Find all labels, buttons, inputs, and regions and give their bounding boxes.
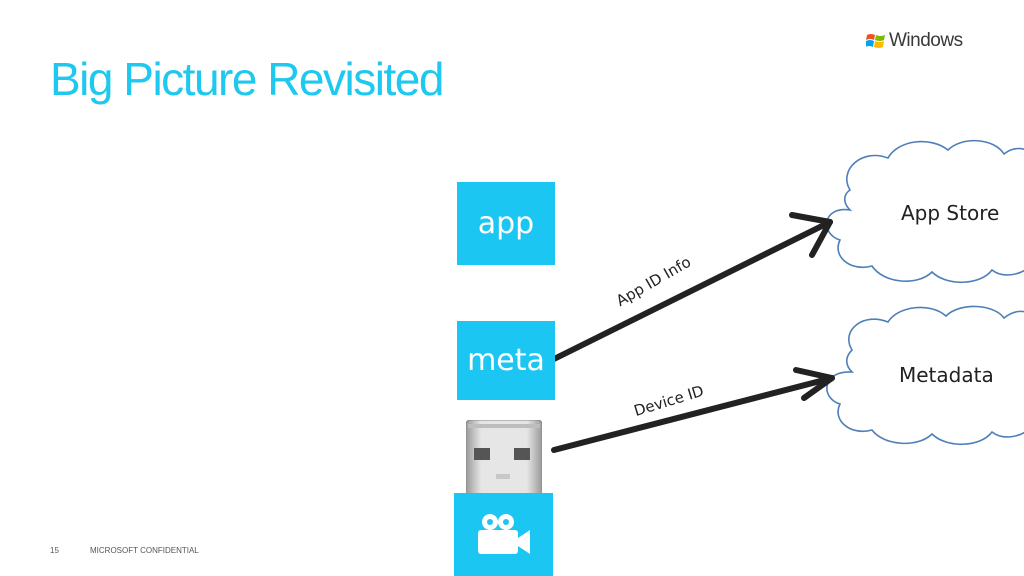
confidential-notice: MICROSOFT CONFIDENTIAL <box>90 546 199 555</box>
app-tile: app <box>457 182 555 265</box>
slide-number: 15 <box>50 546 59 555</box>
video-camera-icon <box>477 513 530 554</box>
arrow-device-id <box>551 375 835 453</box>
windows-logo-icon <box>866 34 885 48</box>
metadata-label: Metadata <box>899 363 994 387</box>
meta-tile: meta <box>457 321 555 400</box>
app-tile-label: app <box>477 206 535 241</box>
meta-tile-label: meta <box>467 343 545 378</box>
brand-wordmark: Windows <box>889 30 963 51</box>
slide-title: Big Picture Revisited <box>50 53 444 105</box>
arrowhead-device-id <box>793 367 835 401</box>
metadata-cloud <box>826 305 1024 445</box>
windows-brand: Windows <box>866 30 963 52</box>
arrowhead-app-id <box>789 212 833 258</box>
camera-tile <box>454 493 553 576</box>
app-store-cloud <box>825 139 1024 283</box>
usb-plug-icon <box>466 420 542 496</box>
app-store-label: App Store <box>901 201 1000 225</box>
arrow-app-id <box>549 219 833 363</box>
